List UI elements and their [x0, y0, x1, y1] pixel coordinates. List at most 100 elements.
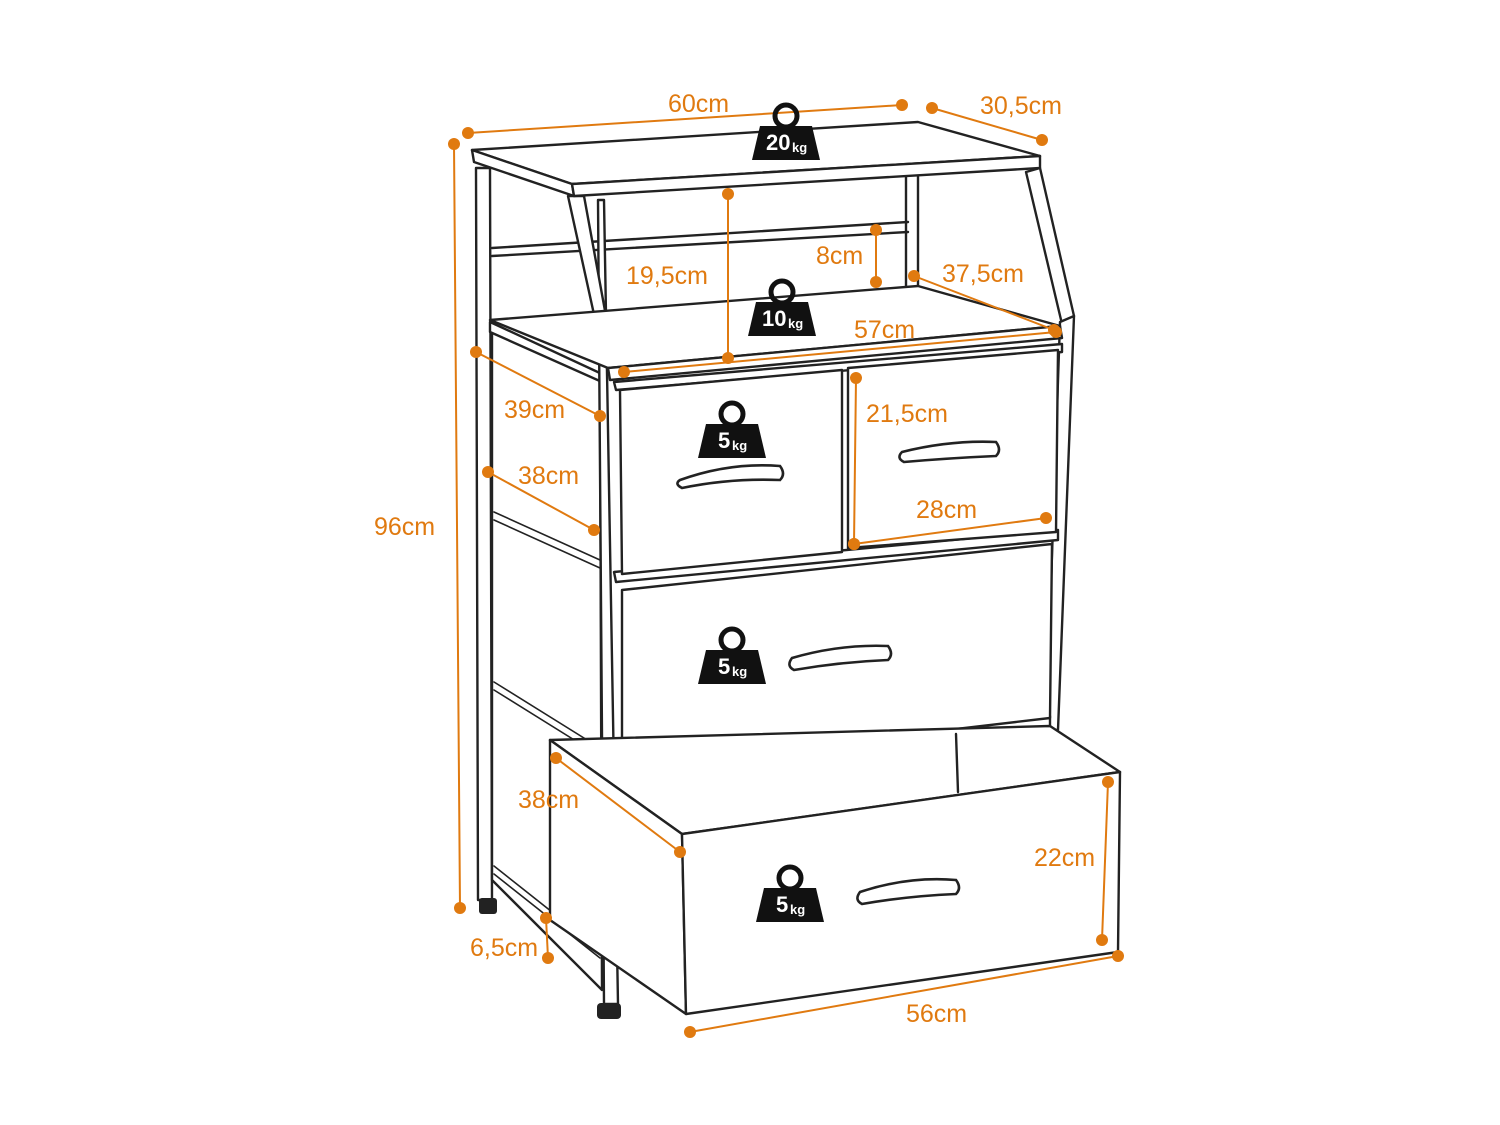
dim-drawer-bottom-width: 56cm [906, 1000, 967, 1028]
dimension-labels: 60cm 30,5cm 96cm 19,5cm 8cm 37,5cm 57cm … [374, 90, 1095, 1028]
dimline-drawer-small-w [848, 512, 1052, 550]
dimline-shelf-lip-end-dot [870, 276, 882, 288]
dimline-drawer-bottom-h [1096, 776, 1114, 946]
weight-drawer-bottom-unit: kg [790, 902, 805, 917]
dimline-drawer-bottom-w-end-dot [1112, 950, 1124, 962]
drawer-top-right-handle[interactable] [898, 440, 1001, 464]
dimline-shelf-width-start-dot [618, 366, 630, 378]
dimline-side-depth-upper [470, 346, 606, 422]
weight-badge-shelf: 10 kg [748, 278, 816, 336]
dimline-drawer-bottom-d-end-dot [674, 846, 686, 858]
drawer-middle-handle[interactable] [788, 644, 893, 672]
dimline-width-top-end-dot [896, 99, 908, 111]
dimline-leg-height-start-dot [540, 912, 552, 924]
dimline-height-total-end-dot [454, 902, 466, 914]
dimline-drawer-small-h-line [853, 377, 857, 545]
dimline-shelf-clearance-end-dot [722, 352, 734, 364]
weight-drawer-left-unit: kg [732, 438, 747, 453]
dimline-drawer-bottom-h-end-dot [1096, 934, 1108, 946]
front-right-upright [1024, 166, 1076, 326]
dimline-drawer-bottom-d [550, 752, 686, 858]
drawers [548, 348, 1122, 1016]
dimline-drawer-small-w-line [853, 517, 1047, 545]
dimline-width-top-line [467, 104, 903, 134]
dimline-side-depth-lower-line [487, 471, 595, 531]
weight-top-value: 20 [766, 130, 790, 155]
dimline-depth-top-start-dot [926, 102, 938, 114]
dimline-drawer-bottom-w-line [689, 955, 1119, 1033]
dim-width-top: 60cm [668, 90, 729, 118]
dimline-drawer-bottom-h-start-dot [1102, 776, 1114, 788]
dimline-side-depth-lower-end-dot [588, 524, 600, 536]
drawer-top-left-handle[interactable] [676, 463, 785, 490]
weight-badge-drawer-middle: 5 kg [698, 626, 766, 684]
dim-side-depth-upper: 39cm [504, 396, 565, 424]
back-left-foot [479, 898, 497, 914]
top-board-front-edge [570, 154, 1042, 198]
dimline-drawer-small-w-end-dot [1040, 512, 1052, 524]
dimline-shelf-lip-start-dot [870, 224, 882, 236]
dim-height-total: 96cm [374, 513, 435, 541]
dim-leg-height: 6,5cm [470, 934, 538, 962]
left-side-rails [493, 511, 601, 959]
dim-drawer-small-width: 28cm [916, 496, 977, 524]
dimline-shelf-width-end-dot [1050, 326, 1062, 338]
weight-shelf-value: 10 [762, 306, 786, 331]
dimline-shelf-depth-line [913, 275, 1055, 331]
dimline-side-depth-upper-line [475, 351, 601, 417]
dimline-shelf-width-line [623, 331, 1057, 373]
drawer-bottom-handle[interactable] [856, 877, 961, 906]
weight-drawer-left-value: 5 [718, 428, 730, 453]
weight-drawer-middle-unit: kg [732, 664, 747, 679]
weight-shelf-unit: kg [788, 316, 803, 331]
weight-badge-drawer-left: 5 kg [698, 400, 766, 458]
kettlebell-icon [698, 650, 766, 684]
dimline-side-depth-upper-start-dot [470, 346, 482, 358]
dimline-width-top-start-dot [462, 127, 474, 139]
dimline-drawer-bottom-w-start-dot [684, 1026, 696, 1038]
dimline-shelf-depth-start-dot [908, 270, 920, 282]
dimline-height-total [448, 138, 466, 914]
dimline-leg-height [540, 912, 554, 964]
dimline-shelf-clearance [722, 188, 734, 364]
dim-shelf-lip: 8cm [816, 242, 863, 270]
dimension-lines [448, 99, 1124, 1038]
dimline-side-depth-upper-end-dot [594, 410, 606, 422]
dimline-drawer-bottom-h-line [1101, 781, 1109, 941]
dimline-width-top [462, 99, 908, 139]
dimline-height-total-line [453, 143, 461, 909]
dimline-depth-top [926, 102, 1048, 146]
dim-shelf-depth: 37,5cm [942, 260, 1024, 288]
dimline-leg-height-line [545, 917, 549, 959]
weight-drawer-middle-value: 5 [718, 654, 730, 679]
dimline-drawer-small-w-start-dot [848, 538, 860, 550]
dim-depth-top: 30,5cm [980, 92, 1062, 120]
front-rail-1 [612, 342, 1064, 392]
front-left-foot [597, 1003, 621, 1019]
dimline-shelf-clearance-start-dot [722, 188, 734, 200]
kettlebell-icon [698, 424, 766, 458]
weight-top-unit: kg [792, 140, 807, 155]
weight-drawer-bottom-value: 5 [776, 892, 788, 917]
back-left-leg [474, 166, 494, 902]
dim-shelf-width: 57cm [854, 316, 915, 344]
weight-badge-top: 20 kg [752, 102, 820, 160]
dimline-side-depth-lower [482, 466, 600, 536]
dim-drawer-small-height: 21,5cm [866, 400, 948, 428]
dim-drawer-bottom-depth: 38cm [518, 786, 579, 814]
dimline-shelf-lip [870, 224, 882, 288]
weight-ring-icon [772, 102, 800, 130]
shelf-back-rail [490, 220, 910, 258]
dim-side-depth-lower: 38cm [518, 462, 579, 490]
dimline-side-depth-lower-start-dot [482, 466, 494, 478]
dimline-height-total-start-dot [448, 138, 460, 150]
dimline-drawer-small-h-start-dot [850, 372, 862, 384]
dim-shelf-clearance: 19,5cm [626, 262, 708, 290]
dimline-drawer-bottom-d-line [555, 757, 681, 853]
kettlebell-icon [752, 126, 820, 160]
dimline-drawer-bottom-d-start-dot [550, 752, 562, 764]
drawer-bottom-divider [954, 732, 960, 794]
dim-drawer-bottom-height: 22cm [1034, 844, 1095, 872]
kettlebell-icon [748, 302, 816, 336]
